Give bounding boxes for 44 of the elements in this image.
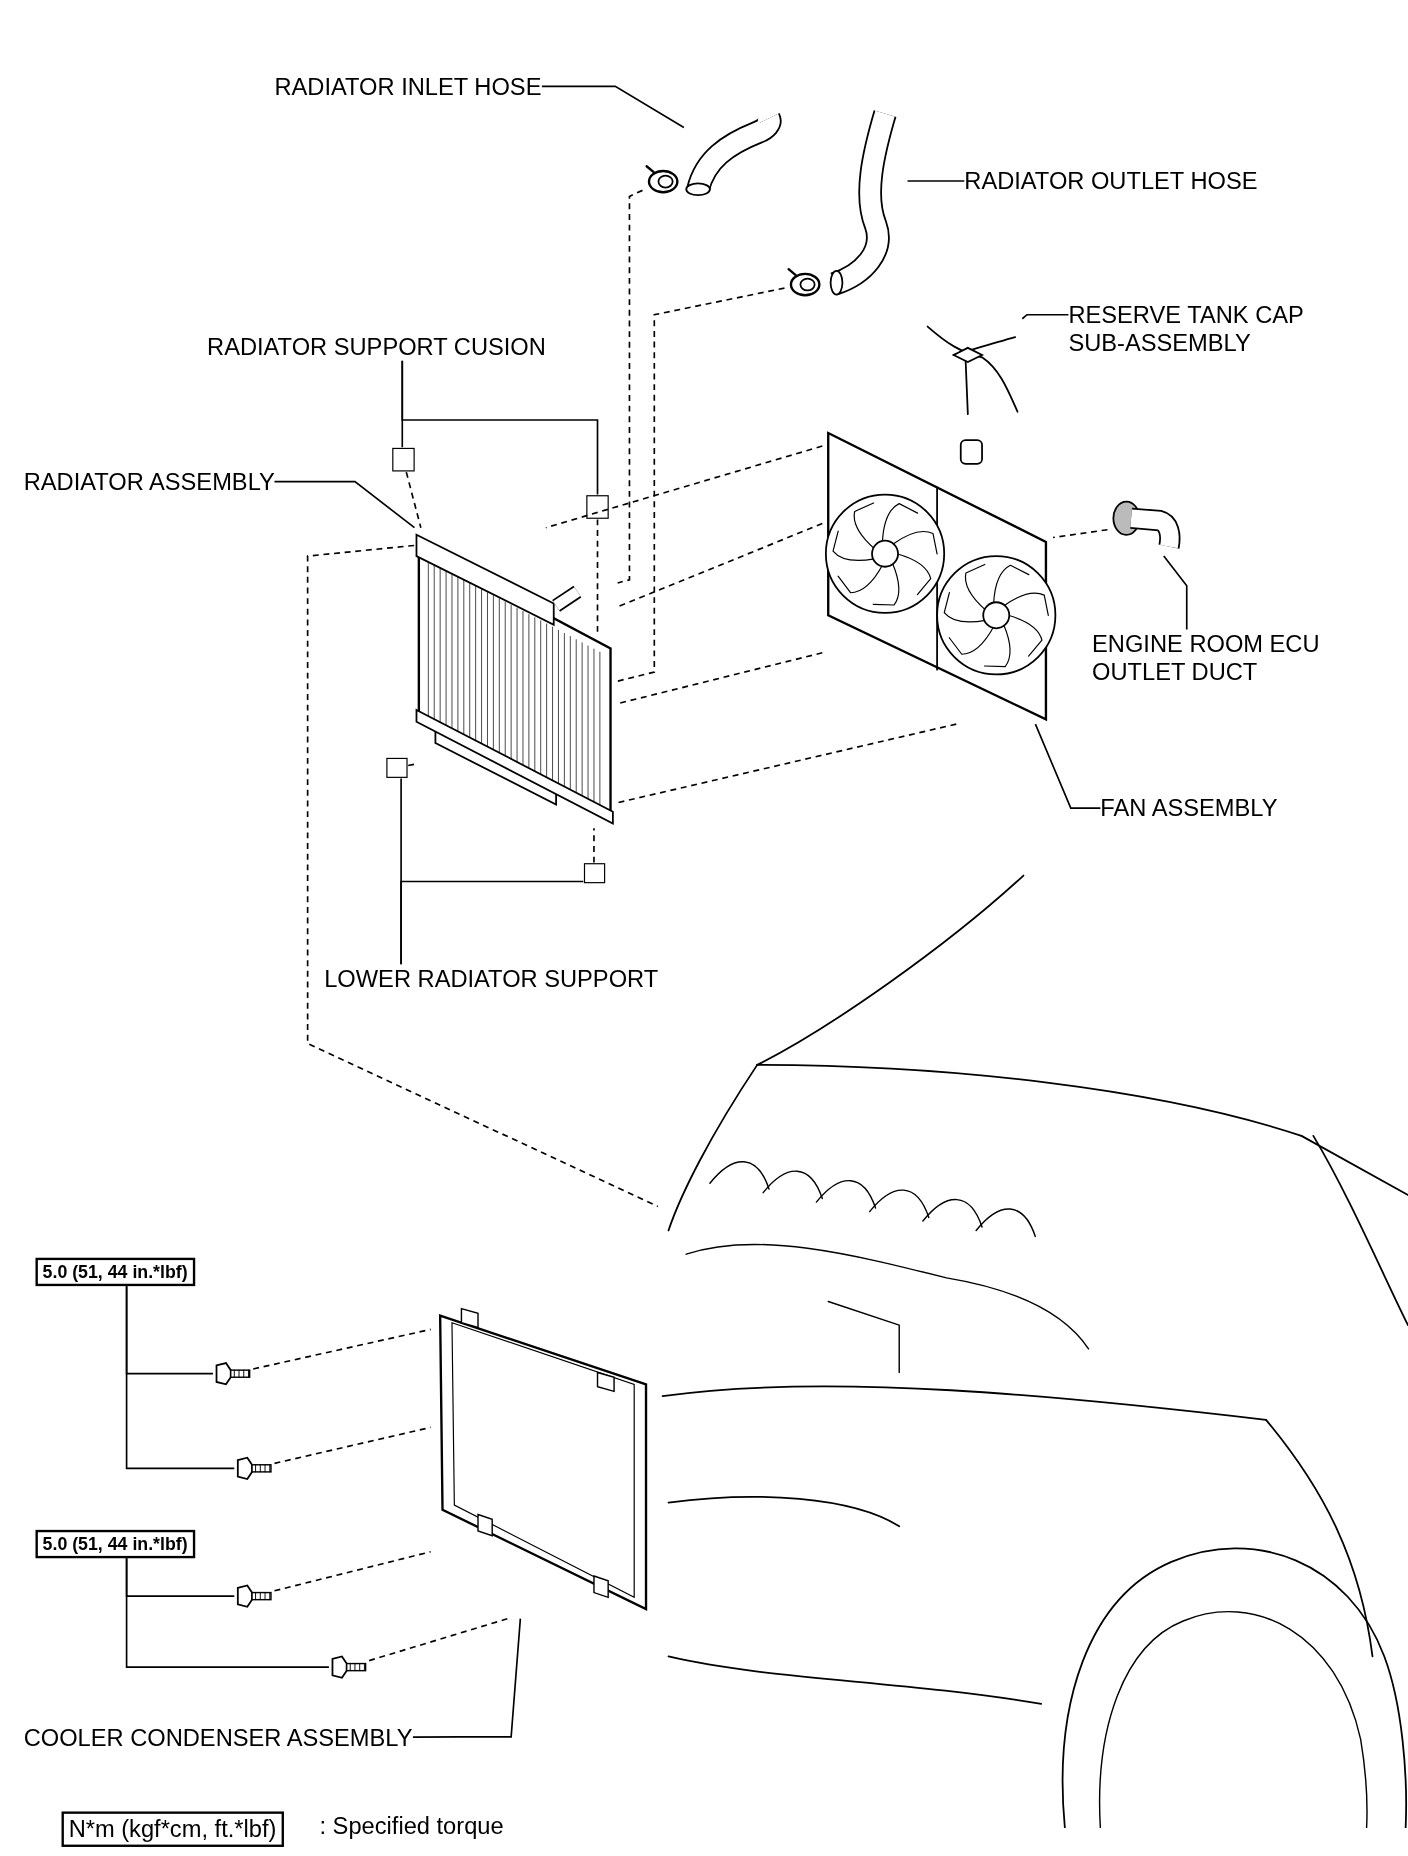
leader-line [541,85,685,129]
box-shape [391,447,416,473]
leader-line [273,480,416,529]
alignment-line [616,287,786,682]
bolt-drawing [234,1584,275,1608]
alignment-line [407,763,415,767]
leader-line [906,180,966,182]
leader-line [1162,555,1188,631]
alignment-line [616,723,958,804]
torque-value: 5.0 (51, 44 in.*lbf) [35,1257,195,1287]
part-label: RADIATOR OUTLET HOSE [964,166,1258,196]
leader-line [412,1617,522,1738]
part-label: RADIATOR INLET HOSE [274,72,542,101]
alignment-line [252,1328,432,1370]
part-label: LOWER RADIATOR SUPPORT [324,964,659,993]
alignment-line [368,1617,509,1662]
part-label: COOLER CONDENSER ASSEMBLY [23,1723,413,1753]
alignment-line [306,544,659,1208]
part-label: FAN ASSEMBLY [1100,793,1278,823]
torque-unit-key: N*m (kgf*cm, ft.*lbf) [61,1811,284,1847]
bolt-drawing [234,1456,275,1481]
box-shape [585,494,610,520]
leader-line [400,880,585,966]
leader-line [401,360,599,496]
part-label: RADIATOR SUPPORT CUSION [207,332,546,361]
alignment-line [1052,528,1109,539]
alignment-line [273,1426,432,1465]
alignment-line [616,189,644,584]
alignment-line [273,1550,432,1592]
alignment-line [544,445,824,529]
box-shape [385,757,409,779]
leader-line [1034,723,1102,809]
alignment-line [616,522,824,608]
part-label: RADIATOR ASSEMBLY [23,467,275,496]
leader-line [125,1285,236,1470]
leader-line [125,1557,330,1668]
alignment-line [593,827,595,864]
leader-line [1021,313,1070,320]
box-shape [583,862,606,884]
part-label: ENGINE ROOM ECU OUTLET DUCT [1092,629,1359,687]
alignment-line [405,471,422,529]
part-label: RESERVE TANK CAP SUB-ASSEMBLY [1068,300,1347,358]
legend-text: : Specified torque [319,1811,504,1840]
torque-value: 5.0 (51, 44 in.*lbf) [35,1529,195,1559]
